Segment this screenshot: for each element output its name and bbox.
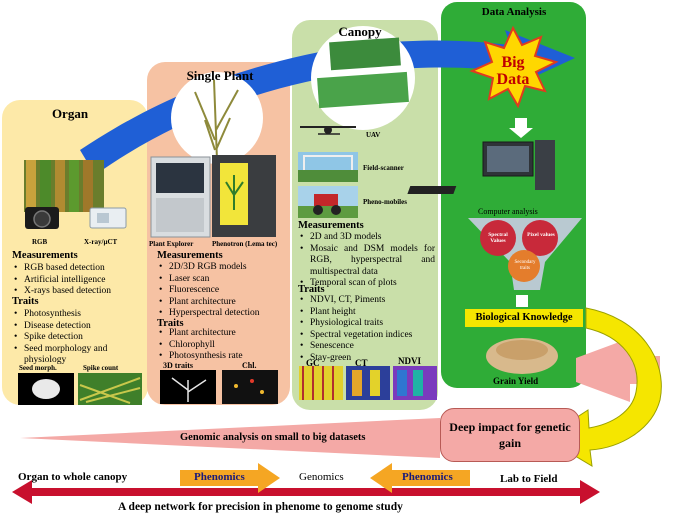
list-item: Hyperspectral detection bbox=[157, 308, 287, 320]
computer-analysis-label: Computer analysis bbox=[478, 207, 538, 216]
single-measurements-heading: Measurements bbox=[157, 250, 223, 261]
ndvi-label: NDVI bbox=[398, 356, 422, 366]
data-analysis-title: Data Analysis bbox=[481, 6, 547, 18]
genomic-analysis-label: Genomic analysis on small to big dataset… bbox=[180, 432, 366, 443]
pheno-mobiles-label: Pheno-mobiles bbox=[363, 198, 407, 206]
list-item: Physiological traits bbox=[298, 318, 435, 330]
data-word: Data bbox=[496, 71, 530, 88]
single-plant-title: Single Plant bbox=[186, 68, 254, 83]
list-item: Plant height bbox=[298, 307, 435, 319]
phenomics-label-2: Phenomics bbox=[402, 471, 453, 483]
spike-count-label: Spike count bbox=[83, 364, 119, 372]
list-item: Photosynthesis rate bbox=[157, 351, 287, 363]
list-item: Temporal scan of plots bbox=[298, 278, 435, 290]
canopy-measurements-list: 2D and 3D models Mosaic and DSM models f… bbox=[298, 232, 435, 290]
ct-label: CT bbox=[355, 358, 368, 368]
single-traits-list: Plant architecture Chlorophyll Photosynt… bbox=[157, 328, 287, 363]
deep-impact-box: Deep impact for genetic gain bbox=[440, 408, 580, 462]
list-item: Plant architecture bbox=[157, 297, 287, 309]
gc-label: GC bbox=[306, 358, 320, 368]
canopy-traits-heading: Traits bbox=[298, 284, 325, 295]
single-measurements-list: 2D/3D RGB models Laser scan Fluorescence… bbox=[157, 262, 287, 320]
list-item: Seed morphology and physiology bbox=[12, 344, 140, 367]
big-data-label: Big Data bbox=[490, 54, 536, 88]
list-item: 2D and 3D models bbox=[298, 232, 435, 244]
genomics-label: Genomics bbox=[299, 471, 344, 483]
list-item: Photosynthesis bbox=[12, 309, 140, 321]
rgb-label: RGB bbox=[32, 238, 48, 246]
pixel-values-label: Pixel values bbox=[527, 232, 555, 238]
list-item: Laser scan bbox=[157, 274, 287, 286]
organ-title: Organ bbox=[51, 106, 89, 121]
seed-morph-label: Seed morph. bbox=[19, 364, 57, 372]
list-item: Chlorophyll bbox=[157, 340, 287, 352]
biological-knowledge-bar: Biological Knowledge bbox=[465, 309, 583, 327]
secondary-traits-label: Secondary traits bbox=[514, 260, 536, 271]
canopy-measurements-heading: Measurements bbox=[298, 220, 364, 231]
list-item: Senescence bbox=[298, 341, 435, 353]
single-traits-heading: Traits bbox=[157, 318, 184, 329]
list-item: Artificial intelligence bbox=[12, 275, 142, 287]
grain-yield-label: Grain Yield bbox=[493, 376, 539, 386]
organ-traits-heading: Traits bbox=[12, 296, 39, 307]
list-item: RGB based detection bbox=[12, 263, 142, 275]
list-item: Stay-green bbox=[298, 353, 435, 365]
list-item: Plant architecture bbox=[157, 328, 287, 340]
list-item: Mosaic and DSM models for RGB, hyperspec… bbox=[298, 244, 435, 279]
list-item: 2D/3D RGB models bbox=[157, 262, 287, 274]
list-item: Disease detection bbox=[12, 321, 140, 333]
big-word: Big bbox=[501, 54, 525, 71]
lab-to-field-label: Lab to Field bbox=[500, 473, 558, 485]
3d-traits-label: 3D traits bbox=[163, 361, 193, 370]
organ-traits-list: Photosynthesis Disease detection Spike d… bbox=[12, 309, 140, 367]
organ-measurements-heading: Measurements bbox=[12, 250, 78, 261]
pink-back-arrow bbox=[576, 338, 660, 402]
canopy-traits-list: NDVI, CT, Piments Plant height Physiolog… bbox=[298, 295, 435, 364]
list-item: NDVI, CT, Piments bbox=[298, 295, 435, 307]
organ-measurements-list: RGB based detection Artificial intellige… bbox=[12, 263, 142, 298]
canopy-title: Canopy bbox=[338, 24, 382, 39]
phenomics-label-1: Phenomics bbox=[194, 471, 245, 483]
organ-to-canopy-label: Organ to whole canopy bbox=[18, 471, 128, 483]
plant-explorer-label: Plant Explorer bbox=[149, 240, 194, 248]
caption: A deep network for precision in phenome … bbox=[118, 501, 403, 513]
chl-label: Chl. bbox=[242, 361, 257, 370]
list-item: X-rays based detection bbox=[12, 286, 142, 298]
field-scanner-label: Field-scanner bbox=[363, 164, 404, 172]
list-item: Spectral vegetation indices bbox=[298, 330, 435, 342]
list-item: Fluorescence bbox=[157, 285, 287, 297]
uav-label: UAV bbox=[366, 131, 381, 139]
spectral-values-label: Spectral Values bbox=[488, 232, 508, 244]
list-item: Spike detection bbox=[12, 332, 140, 344]
phenotron-label: Phenotron (Lema tec) bbox=[212, 240, 278, 248]
xray-label: X-ray/µCT bbox=[84, 238, 118, 246]
